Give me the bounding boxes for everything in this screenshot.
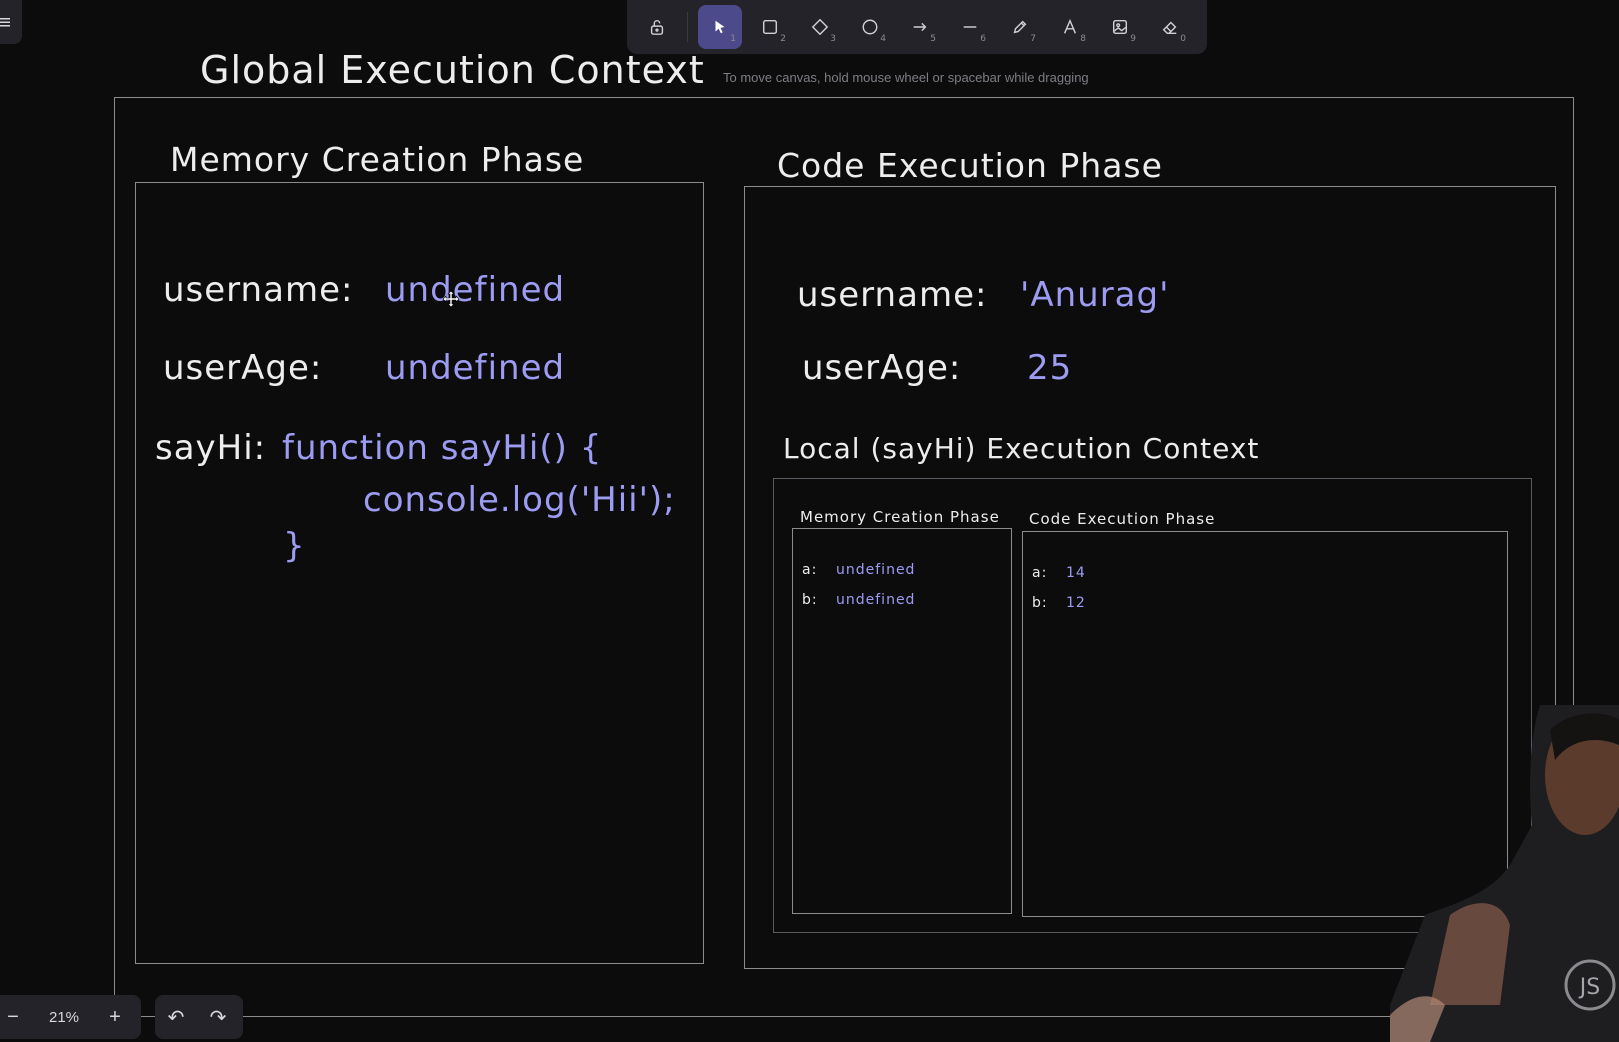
diamond-icon <box>811 18 829 36</box>
local-code-b-value[interactable]: 12 <box>1066 595 1086 611</box>
code-username-key[interactable]: username: <box>797 275 988 315</box>
presenter-webcam-overlay: JS <box>1390 705 1619 1042</box>
memory-phase-title[interactable]: Memory Creation Phase <box>170 140 585 179</box>
pencil-icon <box>1013 20 1027 34</box>
hamburger-icon <box>0 18 10 27</box>
tool-lock[interactable] <box>635 5 679 49</box>
tool-key: 8 <box>1080 34 1086 44</box>
pointer-icon <box>715 20 725 34</box>
main-menu-button[interactable] <box>0 0 22 44</box>
memory-sayhi-key[interactable]: sayHi: <box>155 428 267 468</box>
zoom-out-button[interactable]: − <box>7 1005 19 1028</box>
canvas-hint: To move canvas, hold mouse wheel or spac… <box>723 70 1089 85</box>
local-memory-b-value[interactable]: undefined <box>836 592 916 608</box>
zoom-controls: − 21% + <box>0 995 141 1039</box>
tool-key: 0 <box>1180 34 1186 44</box>
history-controls: ↶ ↷ <box>155 995 243 1039</box>
tool-rectangle[interactable]: 2 <box>748 5 792 49</box>
rectangle-icon <box>762 19 778 35</box>
tool-arrow[interactable]: 5 <box>898 5 942 49</box>
toolbar-divider <box>687 12 688 42</box>
local-code-box[interactable] <box>1022 531 1508 917</box>
memory-username-value[interactable]: undefined <box>385 270 566 310</box>
undo-button[interactable]: ↶ <box>167 1006 185 1029</box>
tool-key: 2 <box>780 34 786 44</box>
global-context-box[interactable] <box>114 97 1574 1017</box>
memory-phase-box[interactable] <box>135 182 704 964</box>
local-code-title[interactable]: Code Execution Phase <box>1029 510 1216 528</box>
code-userage-value[interactable]: 25 <box>1027 348 1073 388</box>
redo-button[interactable]: ↷ <box>209 1006 227 1029</box>
tool-ellipse[interactable]: 4 <box>848 5 892 49</box>
local-context-title[interactable]: Local (sayHi) Execution Context <box>783 432 1260 465</box>
local-memory-b-key[interactable]: b: <box>802 592 818 608</box>
tool-key: 4 <box>880 34 886 44</box>
zoom-level[interactable]: 21% <box>48 1008 80 1026</box>
tool-text[interactable]: 8 <box>1048 5 1092 49</box>
tool-diamond[interactable]: 3 <box>798 5 842 49</box>
tool-selection[interactable]: 1 <box>698 5 742 49</box>
local-memory-a-key[interactable]: a: <box>802 562 818 578</box>
shape-toolbar: 1 2 3 4 5 <box>627 0 1207 54</box>
image-icon <box>1112 19 1128 35</box>
memory-userage-key[interactable]: userAge: <box>163 348 323 388</box>
eraser-icon <box>1162 21 1177 35</box>
ellipse-icon <box>862 19 878 35</box>
tool-eraser[interactable]: 0 <box>1148 5 1192 49</box>
local-code-b-key[interactable]: b: <box>1032 595 1048 611</box>
local-memory-title[interactable]: Memory Creation Phase <box>800 508 1000 526</box>
line-icon <box>963 26 977 28</box>
tool-key: 5 <box>930 34 936 44</box>
code-phase-box[interactable] <box>744 186 1556 969</box>
local-code-a-value[interactable]: 14 <box>1066 565 1086 581</box>
zoom-in-button[interactable]: + <box>109 1005 121 1028</box>
tool-key: 9 <box>1130 34 1136 44</box>
memory-sayhi-line-3[interactable]: } <box>283 526 306 566</box>
code-phase-title[interactable]: Code Execution Phase <box>777 146 1163 185</box>
tool-key: 3 <box>830 34 836 44</box>
memory-sayhi-line-1[interactable]: function sayHi() { <box>282 428 603 468</box>
local-context-box[interactable] <box>773 478 1532 933</box>
tool-line[interactable]: 6 <box>948 5 992 49</box>
tool-key: 1 <box>730 34 736 44</box>
move-cursor-icon <box>442 290 460 308</box>
tool-key: 7 <box>1030 34 1036 44</box>
text-icon <box>1063 18 1077 34</box>
memory-username-key[interactable]: username: <box>163 270 354 310</box>
js-logo: JS <box>1578 975 1600 1000</box>
code-username-value[interactable]: 'Anurag' <box>1020 275 1170 315</box>
memory-sayhi-line-2[interactable]: console.log('Hii'); <box>363 480 676 520</box>
tool-key: 6 <box>980 34 986 44</box>
arrow-icon <box>913 22 927 32</box>
local-memory-a-value[interactable]: undefined <box>836 562 916 578</box>
local-code-a-key[interactable]: a: <box>1032 565 1048 581</box>
tool-image[interactable]: 9 <box>1098 5 1142 49</box>
code-userage-key[interactable]: userAge: <box>802 348 962 388</box>
local-memory-box[interactable] <box>792 528 1012 914</box>
memory-userage-value[interactable]: undefined <box>385 348 566 388</box>
lock-icon <box>650 20 664 35</box>
global-context-title[interactable]: Global Execution Context <box>200 48 705 92</box>
tool-draw[interactable]: 7 <box>998 5 1042 49</box>
